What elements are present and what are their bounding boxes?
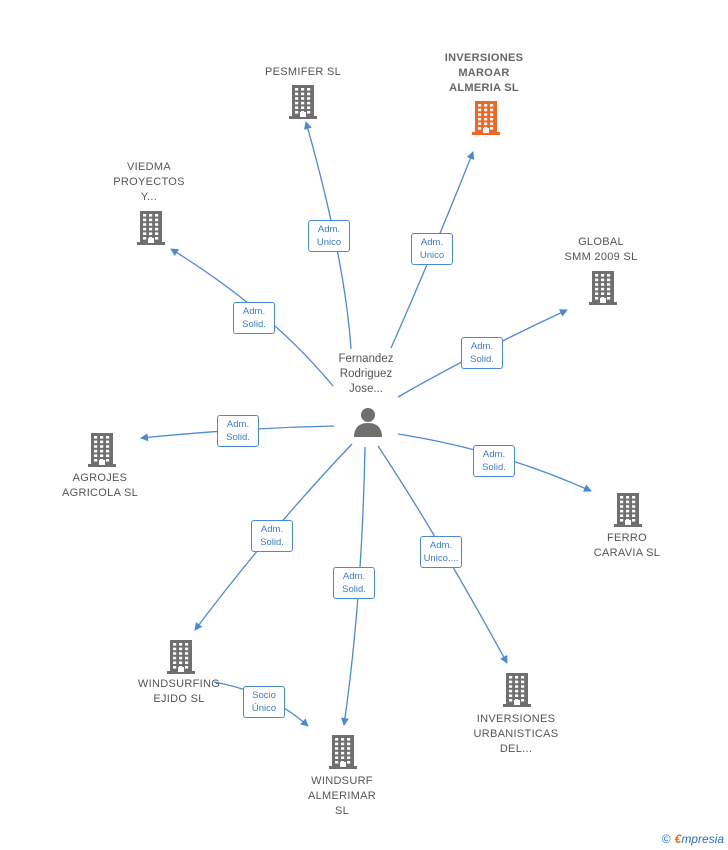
- building-icon[interactable]: [588, 270, 618, 306]
- empresia-logo-e: €: [674, 832, 682, 846]
- building-icon[interactable]: [471, 100, 501, 136]
- relation-badge-pesmifer[interactable]: Adm. Unico: [308, 220, 350, 252]
- person-icon[interactable]: [353, 406, 383, 438]
- company-label-inversiones-maroar[interactable]: INVERSIONES MAROAR ALMERIA SL: [444, 52, 524, 94]
- company-label-pesmifer[interactable]: PESMIFER SL: [264, 66, 342, 78]
- company-label-inversiones-urbanisticas[interactable]: INVERSIONES URBANISTICAS DEL...: [473, 713, 559, 755]
- building-icon[interactable]: [502, 672, 532, 708]
- company-label-windsurf-almerimar[interactable]: WINDSURF ALMERIMAR SL: [307, 775, 377, 817]
- company-label-viedma[interactable]: VIEDMA PROYECTOS Y...: [113, 161, 185, 203]
- building-icon[interactable]: [166, 639, 196, 675]
- company-label-global-smm[interactable]: GLOBAL SMM 2009 SL: [564, 236, 638, 263]
- company-label-windsurfing-ejido[interactable]: WINDSURFING EJIDO SL: [137, 678, 221, 705]
- building-icon[interactable]: [328, 734, 358, 770]
- relation-badge-inversiones-urbanisticas[interactable]: Adm. Unico,...: [420, 536, 462, 568]
- relation-badge-windsurf-almerimar[interactable]: Adm. Solid.: [333, 567, 375, 599]
- company-label-agrojes[interactable]: AGROJES AGRICOLA SL: [61, 472, 139, 499]
- relation-badge-global-smm[interactable]: Adm. Solid.: [461, 337, 503, 369]
- copyright-symbol: ©: [661, 832, 671, 846]
- building-icon[interactable]: [613, 492, 643, 528]
- relation-badge-windsurfing-ejido[interactable]: Adm. Solid.: [251, 520, 293, 552]
- relation-badge-viedma[interactable]: Adm. Solid.: [233, 302, 275, 334]
- relation-badge-windsurf-almerimar[interactable]: Socio Único: [243, 686, 285, 718]
- building-icon[interactable]: [87, 432, 117, 468]
- relation-badge-inversiones-maroar[interactable]: Adm. Unico: [411, 233, 453, 265]
- empresia-brand[interactable]: ©€mpresia: [662, 832, 724, 846]
- relation-badge-ferro-caravia[interactable]: Adm. Solid.: [473, 445, 515, 477]
- empresia-logo-text: mpresia: [681, 832, 724, 846]
- center-person-label[interactable]: Fernandez Rodriguez Jose...: [338, 353, 394, 395]
- building-icon[interactable]: [136, 210, 166, 246]
- company-label-ferro-caravia[interactable]: FERRO CARAVIA SL: [593, 532, 661, 559]
- building-icon[interactable]: [288, 84, 318, 120]
- relation-badge-agrojes[interactable]: Adm. Solid.: [217, 415, 259, 447]
